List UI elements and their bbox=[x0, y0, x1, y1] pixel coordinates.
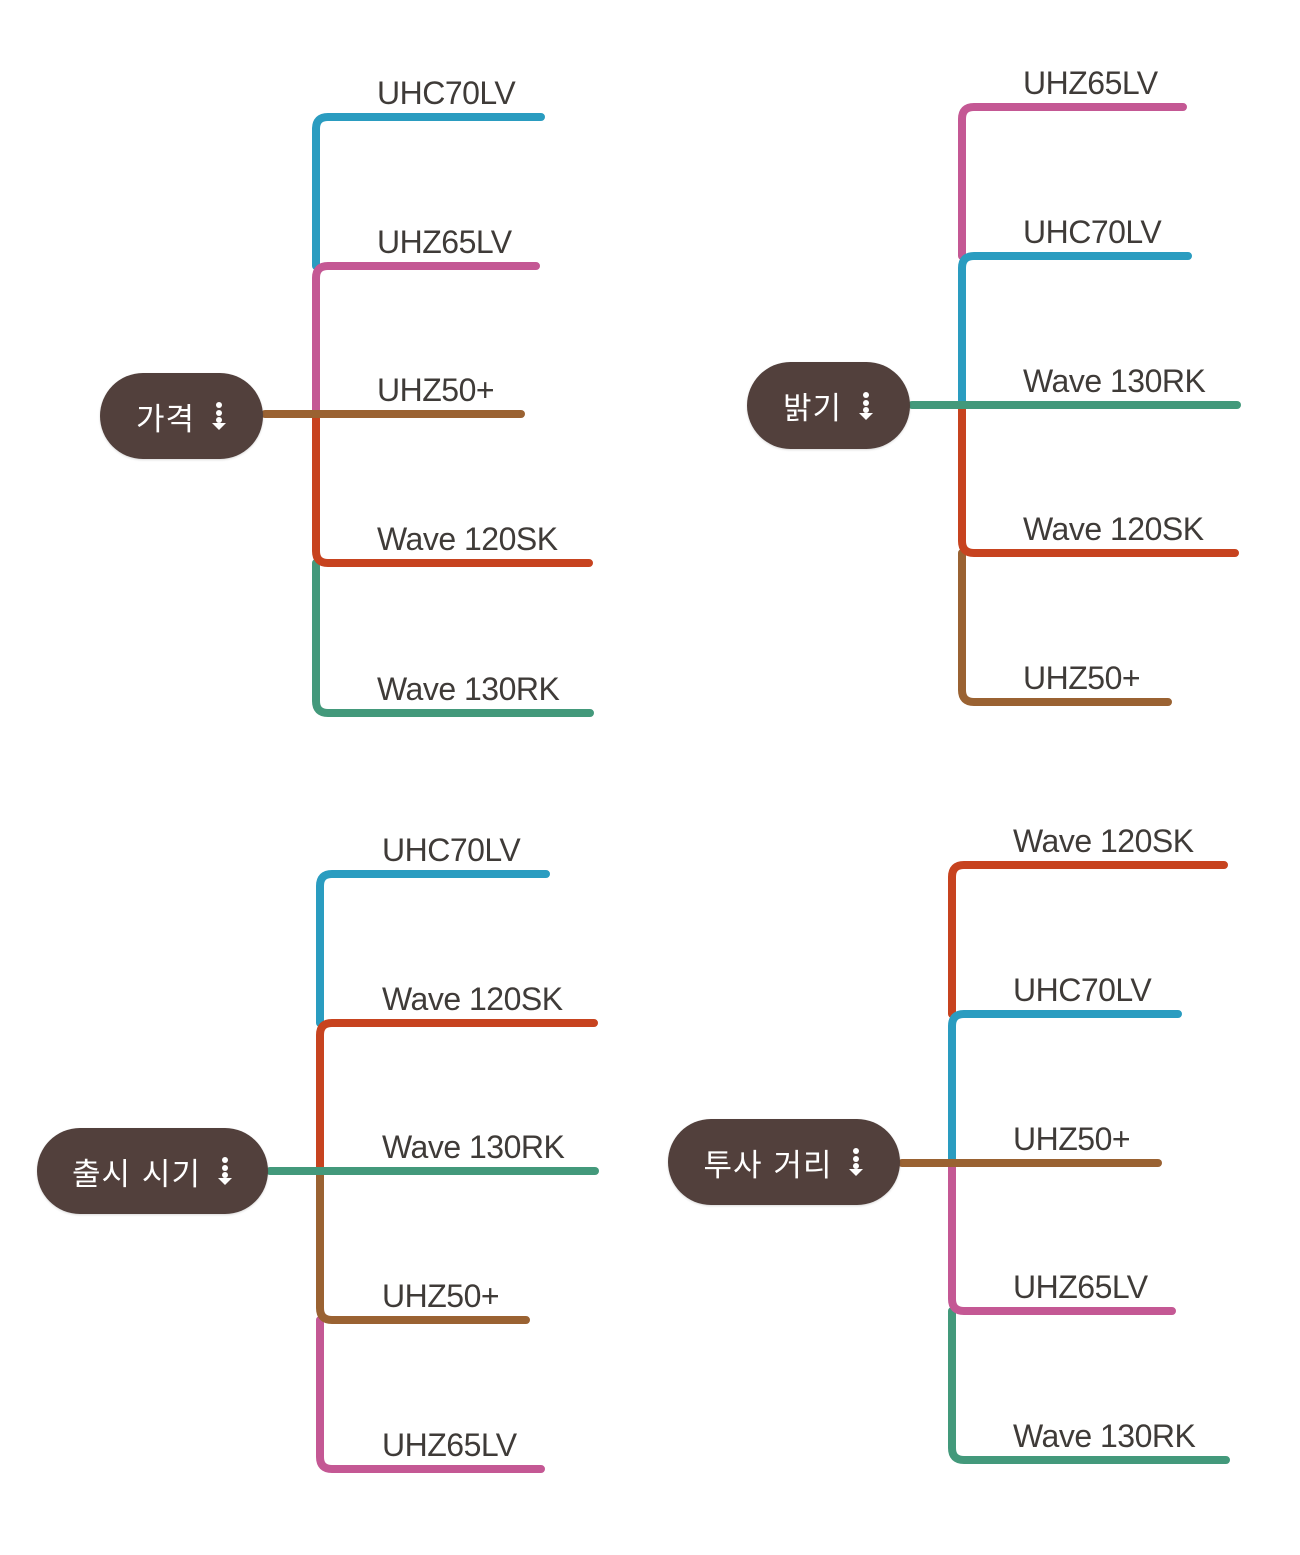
branch-label[interactable]: UHC70LV bbox=[377, 75, 516, 111]
branch-label[interactable]: Wave 120SK bbox=[382, 981, 563, 1017]
root-label: 투사 거리 bbox=[703, 1147, 833, 1184]
root-label: 가격 bbox=[135, 401, 196, 438]
branch-label[interactable]: UHZ50+ bbox=[382, 1278, 500, 1314]
root-label: 출시 시기 bbox=[72, 1156, 201, 1193]
branch-label[interactable]: Wave 120SK bbox=[1023, 511, 1204, 547]
branch-label[interactable]: UHC70LV bbox=[1013, 972, 1152, 1008]
root-node-release[interactable]: 출시 시기 bbox=[37, 1128, 268, 1214]
root-node-throw-distance[interactable]: 투사 거리 bbox=[668, 1119, 900, 1205]
collapse-down-icon[interactable] bbox=[848, 1148, 864, 1176]
branch-label[interactable]: UHZ65LV bbox=[382, 1427, 517, 1463]
collapse-down-icon[interactable] bbox=[217, 1157, 233, 1185]
root-label: 밝기 bbox=[782, 391, 843, 427]
branch-label[interactable]: UHZ65LV bbox=[377, 224, 512, 260]
branch-label[interactable]: UHC70LV bbox=[1023, 214, 1162, 250]
branch-label[interactable]: UHC70LV bbox=[382, 832, 521, 868]
branch-label[interactable]: UHZ50+ bbox=[1023, 660, 1141, 696]
branch-label[interactable]: UHZ65LV bbox=[1023, 65, 1158, 101]
branch-label[interactable]: Wave 130RK bbox=[377, 671, 560, 707]
branch-label[interactable]: Wave 120SK bbox=[377, 521, 558, 557]
collapse-down-icon[interactable] bbox=[858, 391, 874, 420]
root-node-brightness[interactable]: 밝기 bbox=[747, 362, 910, 449]
branch-label[interactable]: UHZ50+ bbox=[377, 372, 495, 408]
branch-label[interactable]: Wave 130RK bbox=[1023, 363, 1206, 399]
root-node-price[interactable]: 가격 bbox=[100, 373, 263, 459]
branch-label[interactable]: UHZ50+ bbox=[1013, 1121, 1131, 1157]
branch-label[interactable]: Wave 120SK bbox=[1013, 823, 1194, 859]
branch-label[interactable]: UHZ65LV bbox=[1013, 1269, 1148, 1305]
branch-label[interactable]: Wave 130RK bbox=[382, 1129, 565, 1165]
branch-label[interactable]: Wave 130RK bbox=[1013, 1418, 1196, 1454]
collapse-down-icon[interactable] bbox=[211, 402, 227, 430]
